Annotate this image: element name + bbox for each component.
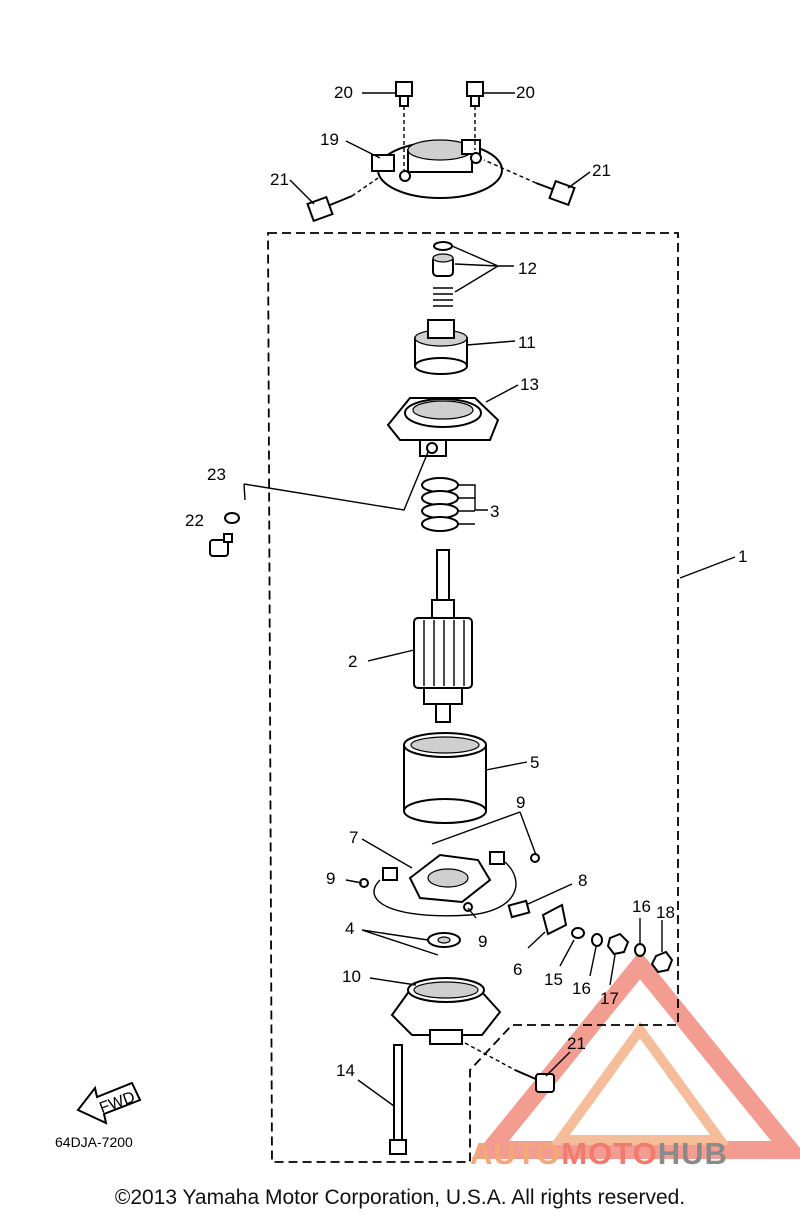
front-cover-part-13 — [386, 397, 500, 457]
watermark-logo-text: AUTOMOTOHUB — [470, 1136, 728, 1172]
callout-8: 8 — [578, 871, 587, 890]
callout-13: 13 — [520, 375, 539, 394]
washers-part-3 — [421, 477, 459, 532]
callout-19: 19 — [320, 130, 339, 149]
leader-23-to-cover — [243, 451, 429, 511]
callout-6: 6 — [513, 960, 522, 979]
brush-holder-part-7 — [373, 851, 517, 917]
callout-9-left: 9 — [326, 869, 335, 888]
nut-part-18 — [650, 950, 674, 974]
callout-1: 1 — [738, 547, 747, 566]
callout-2: 2 — [348, 652, 357, 671]
nut-part-17 — [606, 932, 630, 956]
bolt-part-21-left — [306, 177, 379, 223]
bracket-part-19 — [371, 139, 503, 199]
watermark-part3: HUB — [657, 1136, 728, 1171]
assembly-boundary — [267, 232, 679, 1163]
through-bolt-part-14 — [389, 1044, 407, 1155]
screw-part-9-top — [530, 853, 540, 863]
callout-23: 23 — [207, 465, 226, 484]
watermark-part1: AUTO — [470, 1136, 562, 1171]
callout-20-left: 20 — [334, 83, 353, 102]
watermark-triangle — [471, 950, 800, 1159]
screw-part-9-bottom — [463, 902, 473, 912]
watermark-part2: MOTO — [561, 1136, 658, 1171]
callout-9-top: 9 — [516, 793, 525, 812]
fwd-label: FWD — [97, 1089, 137, 1117]
callout-18: 18 — [656, 903, 675, 922]
callout-10: 10 — [342, 967, 361, 986]
bolt-part-21-lower — [464, 1042, 555, 1093]
bolt-part-8 — [507, 899, 531, 919]
leader-lines — [289, 92, 736, 1107]
screw-part-22 — [209, 533, 233, 557]
callout-labels: 20 20 19 21 21 12 11 13 23 3 22 1 2 5 9 … — [185, 83, 747, 1080]
pinion-part-11 — [414, 319, 468, 375]
yoke-part-5 — [403, 732, 487, 824]
callout-15: 15 — [544, 970, 563, 989]
bolt-part-20-right — [466, 81, 484, 150]
callout-17: 17 — [600, 989, 619, 1008]
washer-part-15 — [571, 927, 585, 939]
callout-5: 5 — [530, 753, 539, 772]
callout-21-top-right: 21 — [592, 161, 611, 180]
callout-16-right: 16 — [632, 897, 651, 916]
rear-cover-part-10 — [390, 977, 502, 1045]
washer-part-16a — [591, 933, 603, 947]
callout-21-top-left: 21 — [270, 170, 289, 189]
washer-part-23 — [224, 512, 240, 524]
callout-12: 12 — [518, 259, 537, 278]
plate-part-6 — [541, 903, 568, 936]
callout-7: 7 — [349, 828, 358, 847]
washer-part-4 — [427, 932, 461, 948]
fwd-arrow-icon: FWD — [76, 1081, 142, 1125]
callout-3: 3 — [490, 502, 499, 521]
bolt-part-20-left — [395, 81, 413, 170]
callout-21-lower: 21 — [567, 1034, 586, 1053]
copyright-notice: ©2013 Yamaha Motor Corporation, U.S.A. A… — [114, 1186, 686, 1209]
callout-14: 14 — [336, 1061, 355, 1080]
callout-11: 11 — [518, 333, 536, 352]
callout-9-bottom: 9 — [478, 932, 487, 951]
spring-set-part-12 — [432, 241, 454, 307]
callout-20-right: 20 — [516, 83, 535, 102]
callout-16-left: 16 — [572, 979, 591, 998]
armature-part-2 — [413, 549, 473, 723]
callout-4: 4 — [345, 919, 354, 938]
figure-code: 64DJA-7200 — [55, 1134, 133, 1150]
callout-22: 22 — [185, 511, 204, 530]
washer-part-16b — [634, 943, 646, 957]
